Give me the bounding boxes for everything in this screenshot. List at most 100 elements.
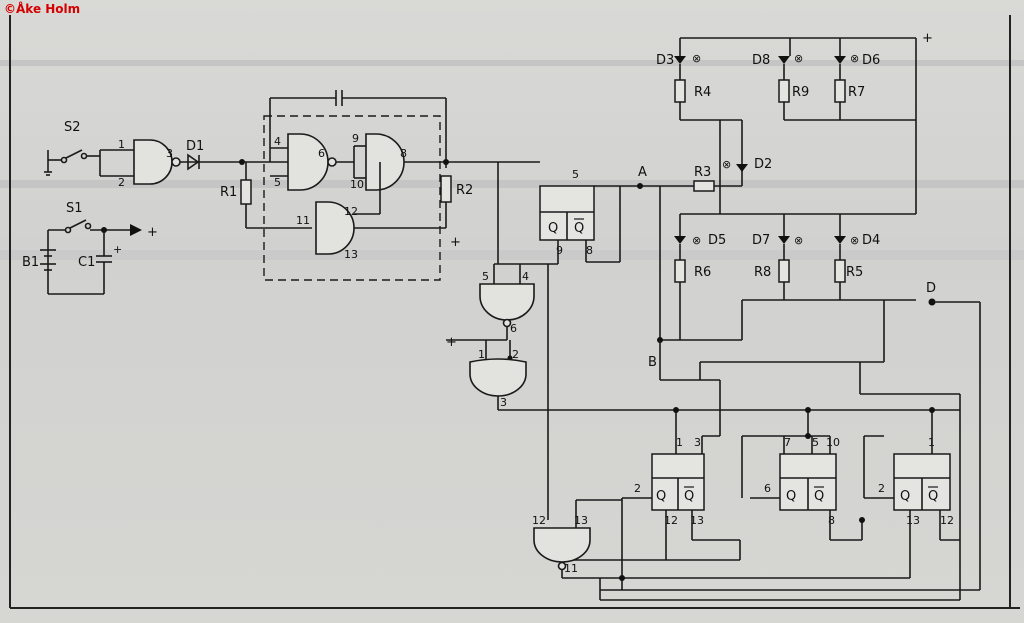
svg-text:+: + xyxy=(113,243,122,256)
svg-text:5: 5 xyxy=(812,436,819,449)
svg-text:5: 5 xyxy=(482,270,489,283)
svg-text:7: 7 xyxy=(784,436,791,449)
label-plus-gate: + xyxy=(450,235,461,250)
svg-text:13: 13 xyxy=(690,514,704,527)
label-d1: D1 xyxy=(186,139,204,154)
resistor-r8 xyxy=(778,259,790,283)
ff1-q: Q xyxy=(656,489,666,504)
svg-text:⊗: ⊗ xyxy=(850,234,859,247)
diode-d1 xyxy=(187,153,200,171)
svg-text:1: 1 xyxy=(478,348,485,361)
ff-top-qbar: Q xyxy=(574,221,584,236)
svg-text:⊗: ⊗ xyxy=(794,234,803,247)
battery-b1 xyxy=(40,249,56,271)
label-d3: D3 xyxy=(656,53,674,68)
resistor-r6 xyxy=(674,259,686,283)
label-d2: D2 xyxy=(754,157,772,172)
svg-text:10: 10 xyxy=(350,178,364,191)
resistor-r7 xyxy=(834,79,846,103)
led-d2 xyxy=(736,164,748,172)
resistor-r3 xyxy=(693,180,715,192)
resistor-r2 xyxy=(440,175,452,203)
label-plus-top: + xyxy=(922,31,933,46)
svg-text:12: 12 xyxy=(344,205,358,218)
svg-text:13: 13 xyxy=(906,514,920,527)
svg-text:13: 13 xyxy=(574,514,588,527)
label-r7: R7 xyxy=(848,85,865,100)
ff2-q: Q xyxy=(786,489,796,504)
nand-gate-3 xyxy=(365,133,405,191)
label-r5: R5 xyxy=(846,265,863,280)
label-d: D xyxy=(926,281,936,296)
svg-text:⊗: ⊗ xyxy=(794,52,803,65)
label-r4: R4 xyxy=(694,85,711,100)
ic-dashed-boundary xyxy=(263,115,441,281)
svg-text:⊗: ⊗ xyxy=(692,234,701,247)
label-r8: R8 xyxy=(754,265,771,280)
nand-bubble-1 xyxy=(171,157,181,167)
ff1-qbar: Q xyxy=(684,489,694,504)
label-plus-and: + xyxy=(446,335,457,350)
svg-text:3: 3 xyxy=(694,436,701,449)
svg-text:⊗: ⊗ xyxy=(692,52,701,65)
svg-text:12: 12 xyxy=(940,514,954,527)
svg-text:5: 5 xyxy=(572,168,579,181)
label-s1: S1 xyxy=(66,201,83,216)
svg-text:3: 3 xyxy=(500,396,507,409)
svg-text:13: 13 xyxy=(344,248,358,261)
svg-text:4: 4 xyxy=(522,270,529,283)
svg-text:6: 6 xyxy=(510,322,517,335)
svg-text:3: 3 xyxy=(166,147,173,160)
label-r9: R9 xyxy=(792,85,809,100)
label-r3: R3 xyxy=(694,165,711,180)
ff2-qbar: Q xyxy=(814,489,824,504)
label-a: A xyxy=(638,165,647,180)
label-s2: S2 xyxy=(64,120,81,135)
svg-text:6: 6 xyxy=(318,147,325,160)
resistor-r1 xyxy=(240,179,252,205)
resistor-r4 xyxy=(674,79,686,103)
svg-text:11: 11 xyxy=(296,214,310,227)
switch-s1 xyxy=(48,219,142,236)
ff-top-q: Q xyxy=(548,221,558,236)
ff3-q: Q xyxy=(900,489,910,504)
resistor-r9 xyxy=(778,79,790,103)
svg-text:2: 2 xyxy=(634,482,641,495)
svg-text:2: 2 xyxy=(118,176,125,189)
label-d7: D7 xyxy=(752,233,770,248)
svg-text:9: 9 xyxy=(556,244,563,257)
label-d5: D5 xyxy=(708,233,726,248)
copyright-notice: ©Åke Holm xyxy=(4,2,81,16)
label-plus-s1: + xyxy=(147,225,158,240)
label-c1: C1 xyxy=(78,255,95,270)
svg-text:1: 1 xyxy=(118,138,125,151)
nor-gate-6 xyxy=(469,358,527,397)
svg-text:10: 10 xyxy=(826,436,840,449)
nand-gate-4 xyxy=(315,201,355,255)
svg-text:9: 9 xyxy=(352,132,359,145)
svg-text:2: 2 xyxy=(512,348,519,361)
svg-text:1: 1 xyxy=(676,436,683,449)
switch-s2 xyxy=(44,149,134,177)
svg-text:⊗: ⊗ xyxy=(722,158,731,171)
background-bleed xyxy=(0,60,1024,260)
svg-text:12: 12 xyxy=(532,514,546,527)
svg-text:8: 8 xyxy=(828,514,835,527)
svg-text:8: 8 xyxy=(586,244,593,257)
ff3-qbar: Q xyxy=(928,489,938,504)
label-r6: R6 xyxy=(694,265,711,280)
svg-text:2: 2 xyxy=(878,482,885,495)
label-b1: B1 xyxy=(22,255,39,270)
label-r2: R2 xyxy=(456,183,473,198)
nand-gate-7 xyxy=(533,527,591,563)
label-d6: D6 xyxy=(862,53,880,68)
label-d8: D8 xyxy=(752,53,770,68)
svg-text:12: 12 xyxy=(664,514,678,527)
label-b: B xyxy=(648,355,657,370)
resistor-r5 xyxy=(834,259,846,283)
label-r1: R1 xyxy=(220,185,237,200)
svg-text:⊗: ⊗ xyxy=(850,52,859,65)
svg-text:4: 4 xyxy=(274,135,281,148)
